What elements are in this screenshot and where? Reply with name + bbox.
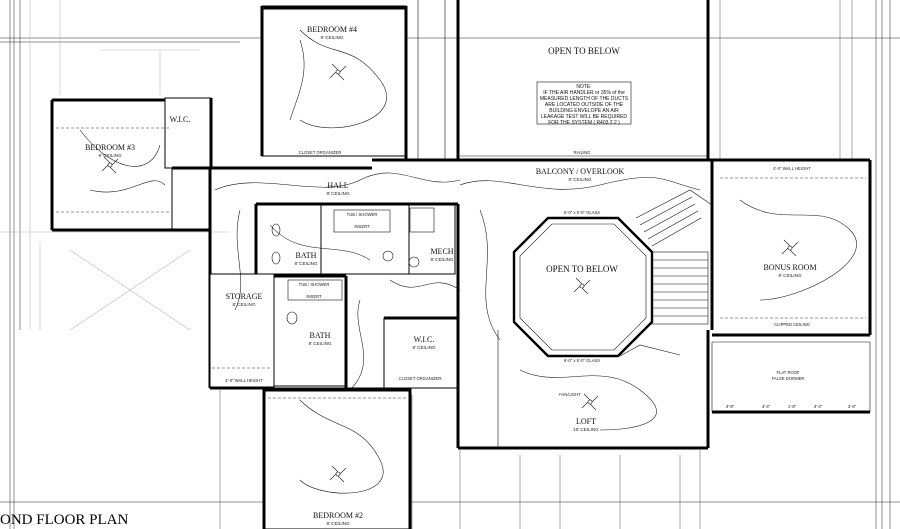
glass-top-label: 5'-0" x 5'-0" GLASS (564, 210, 600, 215)
clipped-ceiling-bonus: CLIPPED CEILING (774, 322, 810, 327)
room-name-bedroom4: BEDROOM #4 (307, 25, 357, 34)
fan-icon (101, 156, 119, 174)
ceiling-bedroom4: 8' CEILING (320, 35, 344, 40)
closet-organizer-lower: CLOSET ORGANIZER (399, 376, 442, 381)
staircase (619, 189, 713, 357)
ceiling-bedroom3: 8' CEILING (98, 153, 122, 158)
tub-shower-upper: TUB / SHOWER (347, 212, 378, 217)
flat-roof-dim: 3'-8" (848, 404, 857, 409)
note-line: IF THE AIR HANDLER or 35% of the (543, 90, 625, 96)
fan-icon (781, 239, 799, 257)
flat-roof-dim: 3'-4" (762, 404, 771, 409)
room-name-wic-lower: W.I.C. (414, 335, 435, 344)
dashed-lines (56, 127, 866, 399)
plumbing-fixtures (271, 207, 435, 325)
note-box (536, 81, 632, 125)
insert-upper: INSERT (354, 224, 370, 229)
wall-height-storage: 4'-0" WALL HEIGHT (225, 378, 263, 383)
room-name-bedroom2: BEDROOM #2 (313, 511, 363, 520)
note-line: MEASURED LENGTH OF THE DUCTS (540, 96, 629, 102)
room-name-bath-lower: BATH (310, 331, 331, 340)
room-name-open-top: OPEN TO BELOW (548, 46, 620, 56)
room-name-bath-upper: BATH (296, 251, 317, 260)
flat-roof-label: FLAT ROOF (776, 370, 800, 375)
note-line: ARE LOCATED OUTSIDE OF THE (545, 102, 624, 108)
fan-icon (329, 465, 347, 483)
ceiling-hall: 8' CEILING (326, 191, 350, 196)
ceiling-bedroom2: 8' CEILING (326, 521, 350, 526)
glass-bottom-label: 6'-0" x 5'-0" GLASS (564, 358, 600, 363)
ceiling-storage: 8' CEILING (232, 302, 256, 307)
ceiling-bonus: 8' CEILING (778, 273, 802, 278)
ceiling-loft: 10' CEILING (573, 427, 599, 432)
ceiling-mech: 8' CEILING (430, 257, 454, 262)
wall-height-bonus: 4'-0" WALL HEIGHT (773, 166, 811, 171)
note-line: LEAKAGE TEST WILL BE REQUIRED (541, 114, 627, 120)
fan-icon (581, 393, 599, 411)
note-line: FOR THE SYSTEM ( R403.2.2 ) (548, 120, 620, 126)
fan-light-label: FAN/LIGHT (559, 392, 581, 397)
railing-label: RAILING (574, 150, 591, 155)
closet-organizer-top: CLOSET ORGANIZER (299, 150, 342, 155)
walls (50, 0, 872, 529)
ceiling-balcony: 8' CEILING (568, 177, 592, 182)
ceiling-bath-lower: 8' CEILING (308, 341, 332, 346)
electrical-wiring (79, 29, 857, 494)
plan-title: OND FLOOR PLAN (0, 512, 129, 528)
octagon-open-to-below (512, 216, 654, 358)
fan-icon (573, 277, 591, 295)
insert-lower: INSERT (306, 294, 322, 299)
flat-roof-dim: 3'-8" (726, 404, 735, 409)
room-name-loft: LOFT (576, 417, 596, 426)
room-name-mech: MECH (430, 247, 453, 256)
ceiling-wic-lower: 8' CEILING (412, 345, 436, 350)
room-name-storage: STORAGE (226, 292, 263, 301)
room-name-bonus: BONUS ROOM (763, 263, 816, 272)
flat-roof-dim: 3'-4" (814, 404, 823, 409)
tub-shower-lower: TUB / SHOWER (299, 282, 330, 287)
room-name-wic-top: W.I.C. (170, 115, 191, 124)
ceiling-fans (101, 63, 799, 483)
ceiling-bath-upper: 8' CEILING (294, 261, 318, 266)
false-dormer-label: FALSE DORMER (772, 376, 805, 381)
room-name-hall: HALL (327, 181, 348, 190)
room-name-bedroom3: BEDROOM #3 (85, 143, 135, 152)
room-name-open-center: OPEN TO BELOW (546, 264, 618, 274)
flat-roof-dim: 1'-8" (788, 404, 797, 409)
fan-icon (329, 63, 347, 81)
room-name-balcony: BALCONY / OVERLOOK (536, 167, 625, 176)
note-line: BUILDING ENVELOPE AN AIR (549, 108, 619, 114)
note-heading: NOTE: (576, 84, 591, 90)
